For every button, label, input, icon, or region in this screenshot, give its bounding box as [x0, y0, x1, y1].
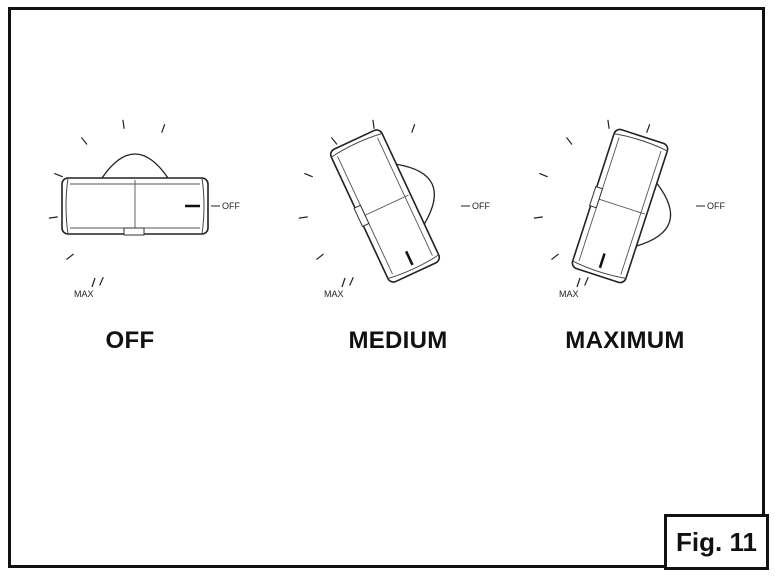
knob-diagram-off: OFF MAX: [48, 119, 240, 299]
scale-ticks: [533, 119, 651, 288]
knob-diagram-maximum: OFF MAX: [533, 119, 725, 299]
scale-tick: [607, 119, 610, 129]
off-mark-label: OFF: [222, 201, 240, 211]
scale-tick: [349, 277, 354, 286]
scale-tick: [122, 119, 125, 129]
scale-tick: [99, 277, 104, 286]
scale-tick: [551, 253, 559, 261]
scale-ticks: [48, 119, 166, 288]
scale-ticks: [298, 119, 416, 288]
figure-frame: [8, 7, 765, 568]
max-tick: [91, 277, 96, 288]
max-mark-label: MAX: [559, 289, 579, 299]
scale-tick: [411, 124, 416, 133]
scale-tick: [584, 277, 589, 286]
max-mark-label: MAX: [74, 289, 94, 299]
max-tick: [341, 277, 346, 288]
scale-tick: [539, 172, 548, 178]
knob-off: [61, 153, 209, 236]
knob-diagram-medium: OFF MAX: [298, 119, 490, 299]
scale-tick: [298, 216, 308, 219]
caption-medium: MEDIUM: [348, 327, 448, 354]
scale-tick: [66, 253, 74, 261]
figure-number-label: Fig. 11: [664, 514, 769, 570]
off-mark-label: OFF: [472, 201, 490, 211]
max-mark-label: MAX: [324, 289, 344, 299]
caption-maximum: MAXIMUM: [565, 327, 685, 354]
scale-tick: [54, 172, 63, 178]
max-tick: [576, 277, 581, 288]
scale-tick: [161, 124, 166, 133]
scale-tick: [48, 216, 58, 219]
scale-tick: [565, 137, 573, 145]
knob-medium: [329, 129, 441, 283]
scale-tick: [316, 253, 324, 261]
scale-tick: [646, 124, 651, 133]
scale-tick: [533, 216, 543, 219]
scale-tick: [304, 172, 313, 178]
knob-maximum: [571, 128, 672, 284]
scale-tick: [372, 119, 375, 129]
scale-tick: [80, 137, 88, 145]
off-mark-label: OFF: [707, 201, 725, 211]
scale-tick: [330, 137, 338, 145]
caption-off: OFF: [105, 327, 155, 354]
